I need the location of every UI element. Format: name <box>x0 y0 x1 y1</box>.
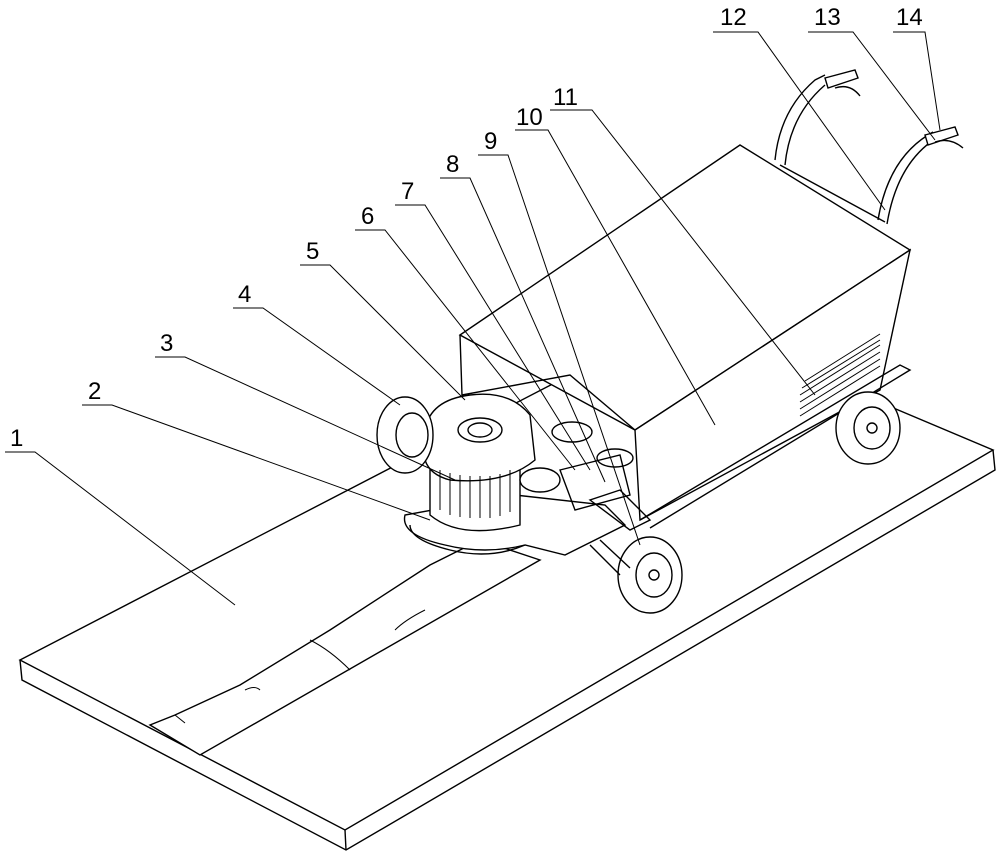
label-2: 2 <box>88 378 102 405</box>
label-8: 8 <box>446 151 460 178</box>
grass-strip <box>148 539 542 756</box>
label-3: 3 <box>160 330 174 357</box>
leader-lines <box>5 31 941 606</box>
engine <box>424 393 536 532</box>
label-1: 1 <box>10 425 24 452</box>
label-10: 10 <box>516 104 543 131</box>
label-11: 11 <box>553 84 578 111</box>
label-6: 6 <box>361 203 375 230</box>
label-14: 14 <box>896 4 923 31</box>
label-4: 4 <box>238 281 252 308</box>
label-5: 5 <box>306 238 320 265</box>
handle-bar <box>774 69 964 225</box>
label-13: 13 <box>814 4 841 31</box>
wheels <box>376 391 901 614</box>
label-9: 9 <box>484 128 498 155</box>
collection-box <box>458 144 912 529</box>
label-12: 12 <box>720 4 747 31</box>
label-7: 7 <box>401 178 415 205</box>
pulleys <box>519 421 652 531</box>
